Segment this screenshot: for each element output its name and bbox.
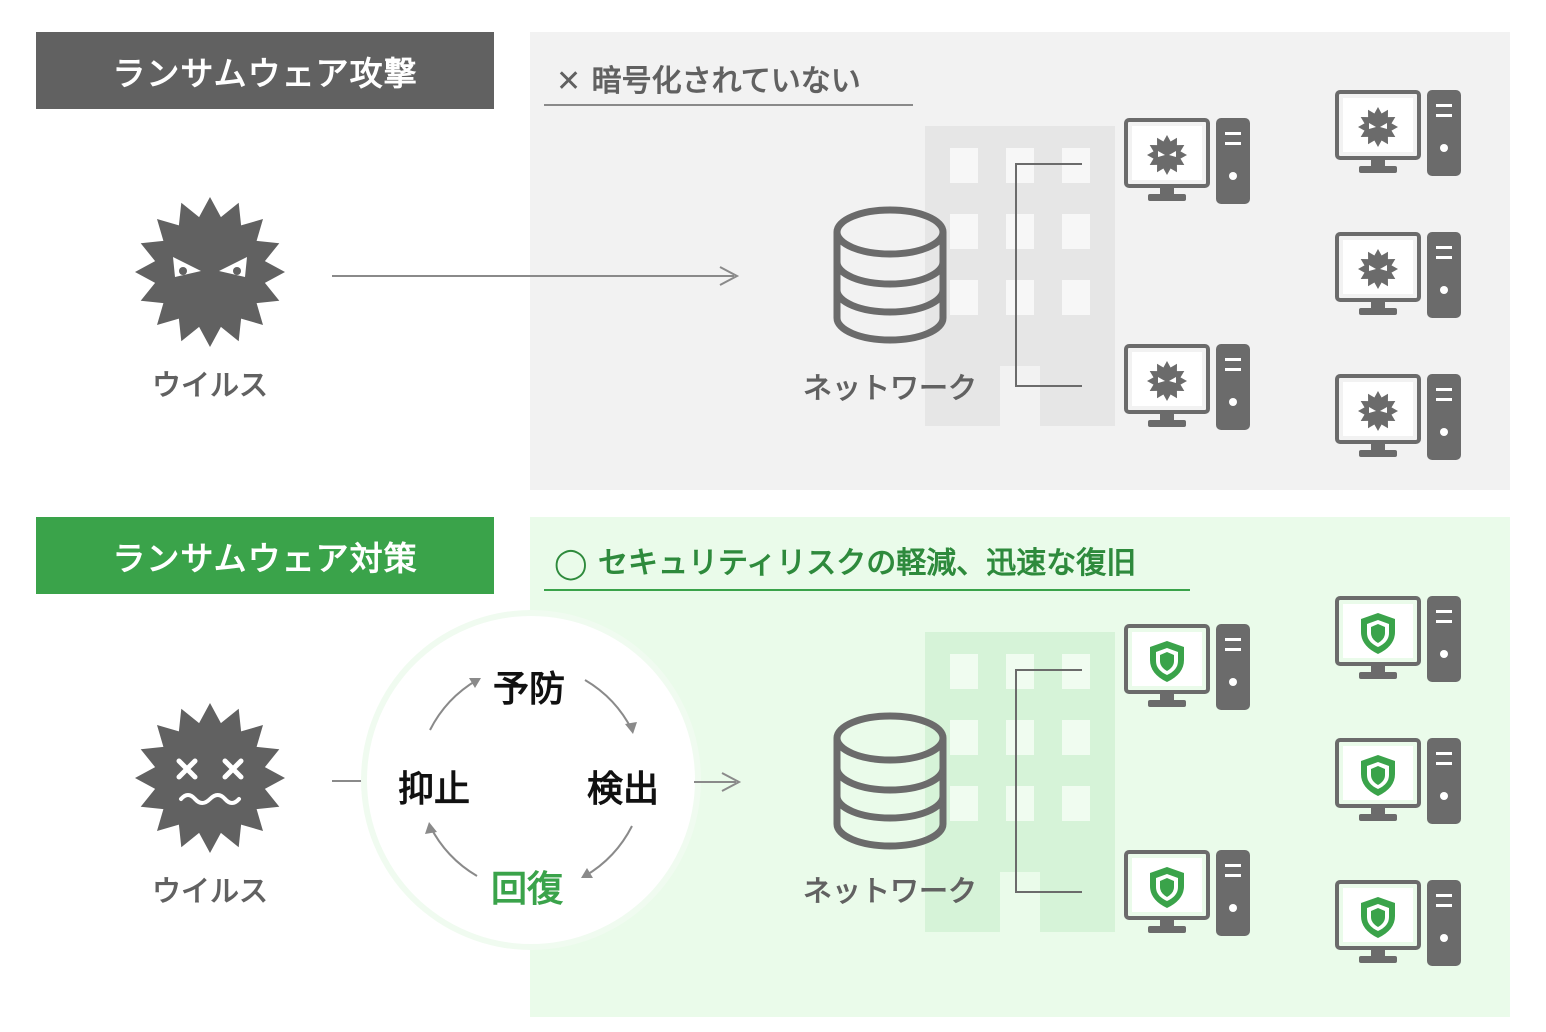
protected-computer-icon — [1335, 738, 1461, 824]
attack-network-caption: ネットワーク — [802, 371, 977, 405]
cycle-deterrence-label: 抑止 — [398, 769, 471, 810]
protected-computer-icon — [1124, 850, 1250, 936]
defense-connector-line — [332, 780, 366, 782]
database-icon — [833, 712, 947, 850]
security-cycle — [367, 616, 695, 944]
protected-computer-icon — [1335, 880, 1461, 966]
attack-section-label-text: ランサムウェア攻撃 — [112, 53, 418, 93]
attack-arrow — [332, 266, 740, 286]
network-connector — [1015, 163, 1082, 387]
infected-computer-icon — [1124, 344, 1250, 430]
defense-heading-rule — [544, 589, 1190, 591]
defense-network-caption: ネットワーク — [802, 874, 977, 908]
network-connector — [1015, 669, 1082, 893]
angry-virus-icon — [135, 197, 285, 347]
defense-section-label: ランサムウェア対策 — [36, 517, 494, 594]
circle-mark-icon: ◯ — [554, 546, 588, 581]
database-icon — [833, 206, 947, 344]
defense-heading-text: セキュリティリスクの軽減、迅速な復旧 — [598, 546, 1137, 581]
defense-arrow — [694, 772, 742, 792]
attack-heading-rule — [544, 104, 913, 106]
attack-heading-text: 暗号化されていない — [591, 64, 861, 99]
defense-heading: ◯ セキュリティリスクの軽減、迅速な復旧 — [554, 538, 1136, 582]
cycle-prevention-label: 予防 — [493, 669, 566, 710]
cycle-detection-label: 検出 — [587, 769, 660, 810]
infected-computer-icon — [1124, 118, 1250, 204]
attack-section-label: ランサムウェア攻撃 — [36, 32, 494, 109]
defense-virus-caption: ウイルス — [151, 874, 268, 908]
building-icon — [925, 632, 1115, 932]
attack-virus-caption: ウイルス — [151, 368, 268, 402]
cycle-recovery-label: 回復 — [491, 869, 564, 910]
infected-computer-icon — [1335, 232, 1461, 318]
building-icon — [925, 126, 1115, 426]
defense-section-label-text: ランサムウェア対策 — [112, 538, 418, 578]
cycle-arrows — [425, 678, 637, 878]
protected-computer-icon — [1335, 596, 1461, 682]
cross-mark-icon: ✕ — [556, 64, 582, 99]
infected-computer-icon — [1335, 374, 1461, 460]
protected-computer-icon — [1124, 624, 1250, 710]
attack-heading: ✕ 暗号化されていない — [556, 56, 861, 100]
infected-computer-icon — [1335, 90, 1461, 176]
defeated-virus-icon — [135, 703, 285, 853]
